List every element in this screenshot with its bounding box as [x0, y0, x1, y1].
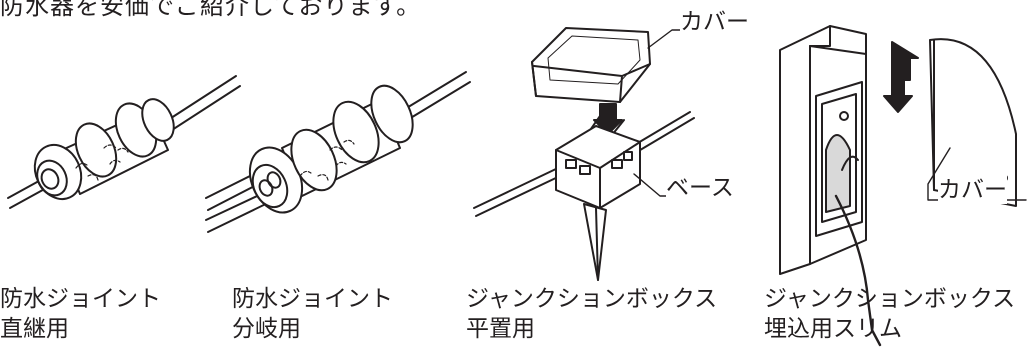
caption-recessed-junction-box-sub: 埋込用スリム: [764, 316, 902, 342]
callout-cover-flat-box: カバー: [680, 2, 749, 36]
caption-branch-joint-title: 防水ジョイント: [232, 286, 393, 312]
caption-straight-joint: 防水ジョイント 直継用: [0, 284, 161, 344]
caption-flat-junction-box-sub: 平置用: [466, 316, 535, 342]
flat-junction-box-illustration: [473, 27, 745, 281]
caption-straight-joint-title: 防水ジョイント: [0, 286, 161, 312]
recessed-junction-box-illustration: [779, 25, 1027, 347]
straight-joint-illustration: [7, 75, 241, 209]
caption-straight-joint-sub: 直継用: [0, 316, 69, 342]
caption-branch-joint: 防水ジョイント 分岐用: [232, 284, 393, 344]
caption-flat-junction-box: ジャンクションボックス 平置用: [466, 284, 717, 344]
branch-joint-illustration: [205, 71, 471, 233]
callout-base: ベース: [666, 168, 734, 202]
caption-branch-joint-sub: 分岐用: [232, 316, 301, 342]
caption-recessed-junction-box: ジャンクションボックス 埋込用スリム: [764, 284, 1015, 344]
cropped-heading-text: 防水器を安価でご紹介しております。: [0, 0, 422, 20]
caption-flat-junction-box-title: ジャンクションボックス: [466, 286, 718, 312]
caption-recessed-junction-box-title: ジャンクションボックス: [764, 286, 1016, 312]
callout-cover-recessed-box: カバー: [938, 170, 1007, 204]
